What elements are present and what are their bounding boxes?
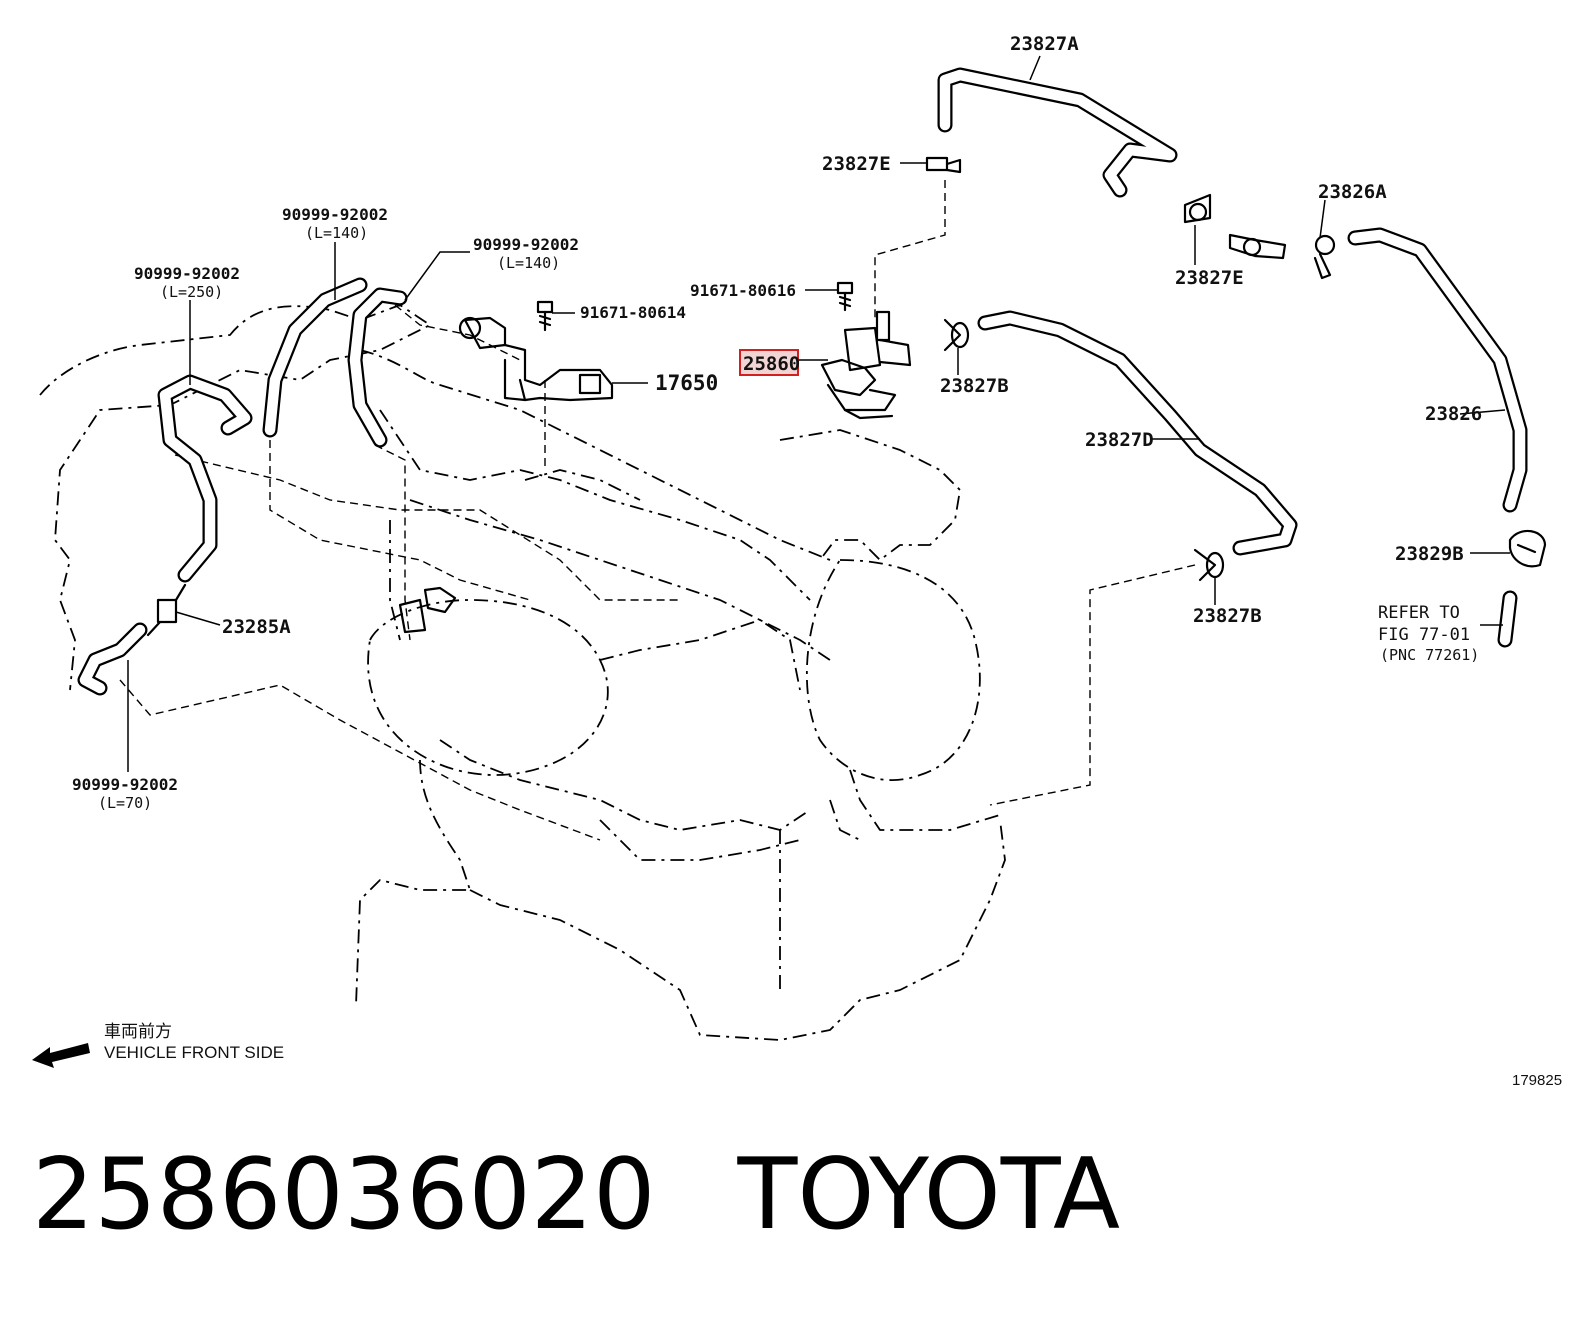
hose-L250 [157, 374, 253, 583]
front-note-jp: 車両前方 [104, 1022, 172, 1041]
label-23285A[interactable]: 23285A [222, 616, 291, 638]
hose-L140-b [347, 287, 408, 448]
label-23827E-right[interactable]: 23827E [1175, 267, 1244, 289]
hose-23827D [977, 310, 1298, 556]
pipe-refer [1497, 590, 1518, 648]
refer-line-3: (PNC 77261) [1380, 646, 1479, 664]
label-hose-left-len: (L=250) [160, 283, 223, 301]
clamp-23827B-low-icon [1193, 548, 1225, 582]
label-hose-top-right-len: (L=140) [497, 254, 560, 272]
label-23826[interactable]: 23826 [1425, 403, 1482, 425]
label-23829B[interactable]: 23829B [1395, 543, 1464, 565]
figure-number: 179825 [1512, 1072, 1562, 1089]
vsv-25860-icon [820, 310, 912, 420]
engine-outline [39, 304, 1006, 1041]
label-25860[interactable]: 25860 [743, 353, 800, 375]
label-23827D[interactable]: 23827D [1085, 429, 1154, 451]
connection-lines [119, 180, 1196, 841]
label-91671-80616[interactable]: 91671-80616 [690, 281, 796, 300]
bolt-91671-80616-icon [836, 281, 854, 312]
label-23827B-low[interactable]: 23827B [1193, 605, 1262, 627]
intake-fitting-icon [398, 586, 457, 634]
label-hose-top-mid-len: (L=140) [305, 224, 368, 242]
label-23826A[interactable]: 23826A [1318, 181, 1387, 203]
label-hose-top-right[interactable]: 90999-92002 [473, 235, 579, 254]
hose-L70 [77, 622, 148, 696]
brand-name: TOYOTA [737, 1138, 1121, 1252]
label-23827E-top[interactable]: 23827E [822, 153, 891, 175]
hose-23826 [1347, 227, 1528, 513]
label-17650[interactable]: 17650 [655, 371, 718, 395]
bolt-91671-80614-icon [536, 300, 554, 332]
label-hose-top-mid[interactable]: 90999-92002 [282, 205, 388, 224]
label-hose-left[interactable]: 90999-92002 [134, 264, 240, 283]
label-23827B-top[interactable]: 23827B [940, 375, 1009, 397]
label-23827A[interactable]: 23827A [1010, 33, 1079, 55]
bracket-17650-icon [458, 316, 614, 402]
front-direction-arrow-icon [32, 1043, 90, 1068]
highlight-box-25860 [739, 349, 799, 376]
clamp-23827E-right-icon [1183, 193, 1212, 224]
parts-diagram: 23827A 23827E 23826A 23827E 91671-80616 … [32, 33, 1562, 1089]
footer-title: 2586036020 TOYOTA [32, 1140, 1572, 1250]
connector-23285A-icon [146, 583, 187, 637]
clamp-23829B-icon [1508, 529, 1547, 568]
leader-lines [127, 55, 1510, 772]
clamp-23826A-icon [1313, 234, 1336, 280]
label-hose-bottom-len: (L=70) [98, 794, 152, 812]
label-hose-bottom[interactable]: 90999-92002 [72, 775, 178, 794]
label-91671-80614[interactable]: 91671-80614 [580, 303, 686, 322]
refer-line-1: REFER TO [1378, 603, 1460, 623]
part-number: 2586036020 [32, 1138, 656, 1252]
refer-line-2[interactable]: FIG 77-01 [1378, 625, 1470, 645]
hose-L140-a [262, 277, 368, 438]
hose-end-icon [1228, 233, 1287, 260]
clamp-23827E-top-icon [900, 156, 962, 174]
clamp-23827B-top-icon [943, 318, 970, 352]
front-note-en: VEHICLE FRONT SIDE [104, 1043, 284, 1062]
hose-23827A [937, 67, 1178, 198]
